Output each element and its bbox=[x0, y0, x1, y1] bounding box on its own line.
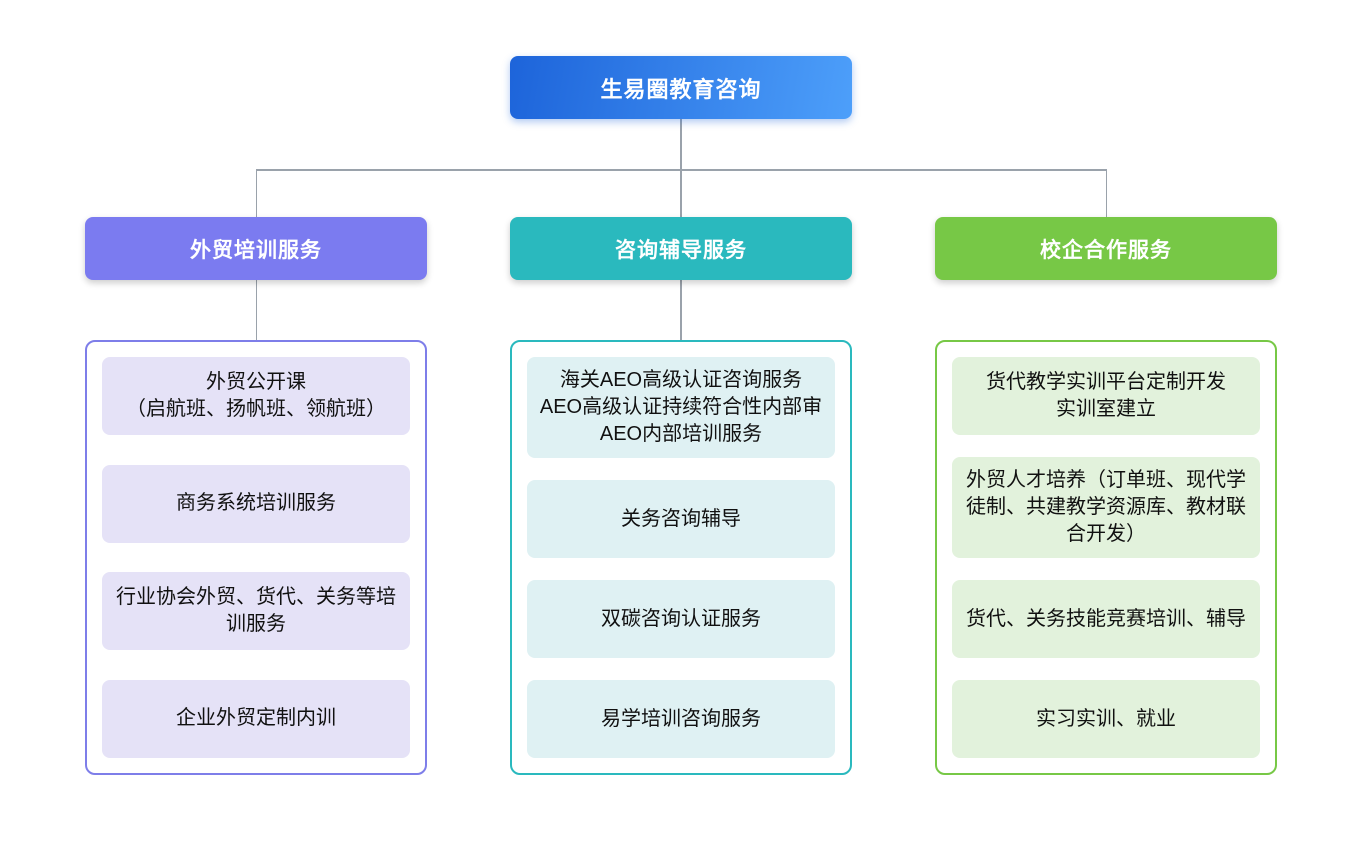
service-item[interactable]: 易学培训咨询服务 bbox=[527, 680, 835, 758]
branch-body: 海关AEO高级认证咨询服务 AEO高级认证持续符合性内部审 AEO内部培训服务关务咨… bbox=[510, 340, 852, 775]
connector-header-body-2 bbox=[680, 280, 682, 340]
service-item[interactable]: 关务咨询辅导 bbox=[527, 480, 835, 558]
service-item[interactable]: 实习实训、就业 bbox=[952, 680, 1260, 758]
service-item-text: 双碳咨询认证服务 bbox=[601, 607, 761, 630]
service-item-text: 外贸人才培养（订单班、现代学徒制、共建教学资源库、教材联合开发） bbox=[966, 469, 1246, 545]
service-item[interactable]: 商务系统培训服务 bbox=[102, 464, 410, 543]
service-item-text: 外贸公开课 bbox=[206, 371, 306, 393]
service-item-text: AEO内部培训服务 bbox=[599, 423, 763, 445]
service-item[interactable]: 外贸人才培养（订单班、现代学徒制、共建教学资源库、教材联合开发） bbox=[952, 457, 1260, 558]
connector-root-vertical bbox=[680, 119, 682, 170]
connector-drop-branch-3 bbox=[1105, 169, 1107, 217]
connector-horizontal bbox=[255, 169, 1107, 171]
branch-header-label: 外贸培训服务 bbox=[190, 238, 322, 262]
service-item-text: 实习实训、就业 bbox=[1036, 707, 1176, 730]
branch-column-consulting: 咨询辅导服务 海关AEO高级认证咨询服务 AEO高级认证持续符合性内部审 AEO内部… bbox=[510, 217, 852, 775]
service-item[interactable]: 海关AEO高级认证咨询服务 AEO高级认证持续符合性内部审 AEO内部培训服务 bbox=[527, 357, 835, 458]
branch-header-label: 咨询辅导服务 bbox=[615, 238, 747, 262]
root-node[interactable]: 生易圈教育咨询 bbox=[510, 56, 852, 119]
service-item-text: 货代教学实训平台定制开发 bbox=[986, 371, 1226, 393]
service-item-text: 关务咨询辅导 bbox=[621, 507, 741, 530]
service-item-text: 海关AEO高级认证咨询服务 bbox=[559, 369, 803, 391]
service-item[interactable]: 货代、关务技能竞赛培训、辅导 bbox=[952, 580, 1260, 658]
service-item-text: （启航班、扬帆班、领航班） bbox=[126, 398, 386, 420]
branch-column-school-enterprise: 校企合作服务 货代教学实训平台定制开发实训室建立外贸人才培养（订单班、现代学徒制… bbox=[935, 217, 1277, 775]
service-item[interactable]: 货代教学实训平台定制开发实训室建立 bbox=[952, 357, 1260, 435]
branch-header-label: 校企合作服务 bbox=[1040, 238, 1172, 262]
connector-drop-branch-1 bbox=[255, 169, 257, 217]
branch-header[interactable]: 校企合作服务 bbox=[935, 217, 1277, 280]
service-item-text: 实训室建立 bbox=[1056, 398, 1156, 420]
service-item[interactable]: 行业协会外贸、货代、关务等培训服务 bbox=[102, 572, 410, 651]
branch-header[interactable]: 咨询辅导服务 bbox=[510, 217, 852, 280]
branch-body: 货代教学实训平台定制开发实训室建立外贸人才培养（订单班、现代学徒制、共建教学资源… bbox=[935, 340, 1277, 775]
service-item[interactable]: 外贸公开课 （启航班、扬帆班、领航班） bbox=[102, 357, 410, 435]
root-node-label: 生易圈教育咨询 bbox=[600, 76, 762, 102]
service-item-text: 行业协会外贸、货代、关务等培训服务 bbox=[116, 586, 396, 636]
branch-header[interactable]: 外贸培训服务 bbox=[85, 217, 427, 280]
service-item-text: 易学培训咨询服务 bbox=[601, 707, 761, 730]
branch-body: 外贸公开课 （启航班、扬帆班、领航班） 商务系统培训服务行业协会外贸、货代、关务等培… bbox=[85, 340, 427, 775]
service-item-text: AEO高级认证持续符合性内部审 bbox=[539, 396, 823, 418]
service-item-text: 企业外贸定制内训 bbox=[176, 707, 336, 730]
service-item[interactable]: 企业外贸定制内训 bbox=[102, 679, 410, 758]
connector-header-body-1 bbox=[255, 280, 257, 340]
service-item[interactable]: 双碳咨询认证服务 bbox=[527, 580, 835, 658]
service-item-text: 商务系统培训服务 bbox=[176, 492, 336, 515]
connector-drop-branch-2 bbox=[680, 170, 682, 217]
service-item-text: 货代、关务技能竞赛培训、辅导 bbox=[966, 607, 1246, 630]
branch-column-trade-training: 外贸培训服务 外贸公开课 （启航班、扬帆班、领航班） 商务系统培训服务行业协会外贸、… bbox=[85, 217, 427, 775]
